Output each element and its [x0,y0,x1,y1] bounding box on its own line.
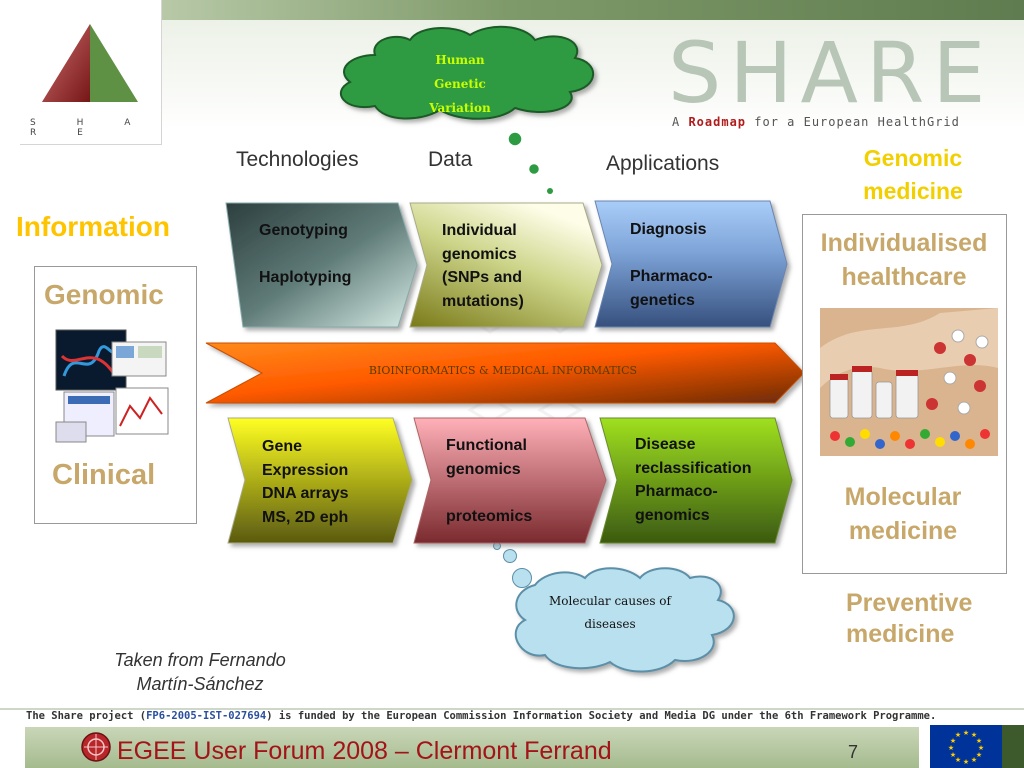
egee-globe-icon [81,732,111,762]
header-top-bar [160,0,1024,20]
chevron-applications-bottom [599,417,793,544]
heading-genomic-medicine: Genomic medicine [863,145,963,204]
funding-statement: The Share project (FP6-2005-IST-027694) … [26,710,937,722]
svg-text:★: ★ [976,751,982,759]
heading-data: Data [428,148,473,171]
cloud-bottom-bubble-2 [503,549,517,563]
svg-text:★: ★ [976,737,982,745]
svg-text:★: ★ [963,729,969,737]
footer-bar [25,727,919,768]
share-tagline: A Roadmap for a European HealthGrid [672,115,960,129]
cloud-top-bubble-1 [507,131,523,147]
footer-divider [0,708,1024,710]
svg-text:★: ★ [971,756,977,764]
chevron-technologies-top-label: Genotyping Haplotyping [259,222,352,286]
cloud-bottom-label: Molecular causes of diseases [549,594,671,631]
header-band [160,0,1024,130]
chevron-data-bottom [413,417,607,544]
svg-text:★: ★ [955,756,961,764]
medicine-pills-icon [820,308,998,456]
svg-text:★: ★ [978,744,984,752]
bioinformatics-band [205,342,805,404]
svg-text:★: ★ [963,758,969,766]
chevron-applications-top-label: Diagnosis Pharmaco- genetics [630,221,713,309]
page-number: 7 [848,742,859,762]
bioinformatics-band-label: BIOINFORMATICS & MEDICAL INFORMATICS [368,364,638,377]
cloud-top-label: Human Genetic Variation [429,53,491,115]
chevron-technologies-top [225,202,418,328]
triangle-logo-icon [42,24,138,102]
chevron-data-bottom-label: Functional genomics proteomics [446,437,533,525]
cloud-top-icon [339,25,595,120]
eu-flag-icon: ★★★ ★★★ ★★★ ★★★ [930,725,1002,768]
heading-applications: Applications [606,152,720,175]
cloud-bottom-bubble-1 [493,542,501,550]
cloud-top-bubble-3 [547,188,553,194]
svg-text:★: ★ [950,751,956,759]
svg-text:★: ★ [948,744,954,752]
right-panel-individualised-healthcare: Individualised healthcare [820,229,988,291]
heading-technologies: Technologies [236,148,359,171]
logo-letters: S H A R E [30,118,150,138]
corner-icon-strip [1002,725,1024,768]
chevron-data-top-label: Individual genomics (SNPs and mutations) [442,222,524,310]
source-credit: Taken from Fernando Martín-Sánchez [114,650,286,694]
chevron-applications-top [594,200,788,328]
preventive-medicine-label: Preventive medicine [846,589,973,648]
event-title: EGEE User Forum 2008 – Clermont Ferrand [117,737,612,765]
chevron-technologies-bottom-label: Gene Expression DNA arrays MS, 2D eph [262,438,349,526]
right-panel-molecular-medicine: Molecular medicine [844,483,962,545]
chevron-data-top [409,202,603,328]
left-panel-clinical: Clinical [52,459,156,491]
svg-text:★: ★ [955,731,961,739]
left-panel-genomic: Genomic [44,279,164,310]
chevron-applications-bottom-label: Disease reclassification Pharmaco- genom… [635,436,752,524]
svg-text:★: ★ [971,731,977,739]
chevron-technologies-bottom [227,417,413,544]
svg-text:★: ★ [950,737,956,745]
cloud-top-bubble-2 [527,162,541,176]
cloud-bottom-bubble-3 [512,568,532,588]
cloud-bottom-icon [514,567,735,673]
share-logo-panel [20,0,162,145]
heading-information: Information [16,211,170,242]
share-wordmark: SHARE [668,24,994,122]
software-screenshots-icon [55,329,169,443]
